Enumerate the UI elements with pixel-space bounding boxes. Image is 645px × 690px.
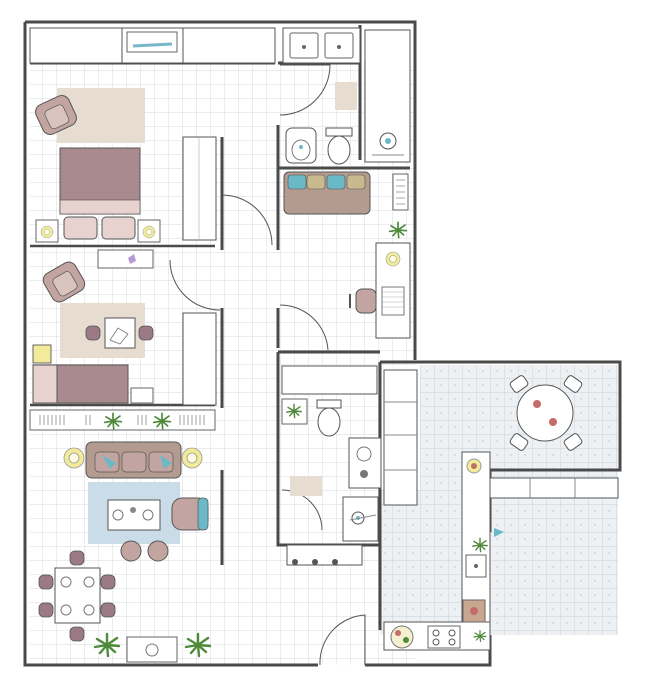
study-room — [283, 171, 411, 339]
round-table-icon — [509, 375, 583, 451]
bathroom-main — [282, 27, 411, 165]
sofa-icon — [85, 441, 182, 479]
second-bedroom — [32, 249, 217, 406]
master-bedroom — [29, 27, 276, 243]
door-icon — [169, 64, 366, 666]
toilet-icon — [316, 399, 342, 437]
sink-icon — [126, 31, 178, 53]
stove-icon — [427, 625, 461, 649]
sink-icon — [289, 32, 354, 59]
wardrobe-icon — [182, 312, 217, 406]
armchair-icon — [42, 261, 86, 303]
dining-table-icon — [38, 550, 116, 642]
desk-chair-icon — [349, 288, 377, 314]
double-bed-icon — [59, 147, 141, 240]
shower-icon — [364, 29, 411, 163]
floor-lamp-icon — [40, 225, 54, 239]
toilet-icon — [325, 127, 353, 165]
shower-icon — [342, 496, 379, 542]
sink-icon — [465, 554, 487, 578]
sofa-icon — [283, 171, 371, 215]
kitchen — [383, 369, 491, 651]
desk-icon — [104, 317, 136, 349]
terrace — [378, 375, 619, 630]
washing-machine-icon — [348, 437, 382, 489]
radiator-icon — [130, 387, 154, 404]
bidet-icon — [285, 127, 317, 164]
living-room — [29, 409, 216, 663]
desk-icon — [375, 242, 411, 339]
armchair-icon — [35, 95, 77, 135]
single-bed-icon — [32, 364, 129, 404]
armchair-icon — [171, 497, 209, 531]
bathroom-secondary — [281, 365, 382, 566]
wardrobe-icon — [182, 136, 217, 241]
coffee-table-icon — [107, 499, 161, 531]
